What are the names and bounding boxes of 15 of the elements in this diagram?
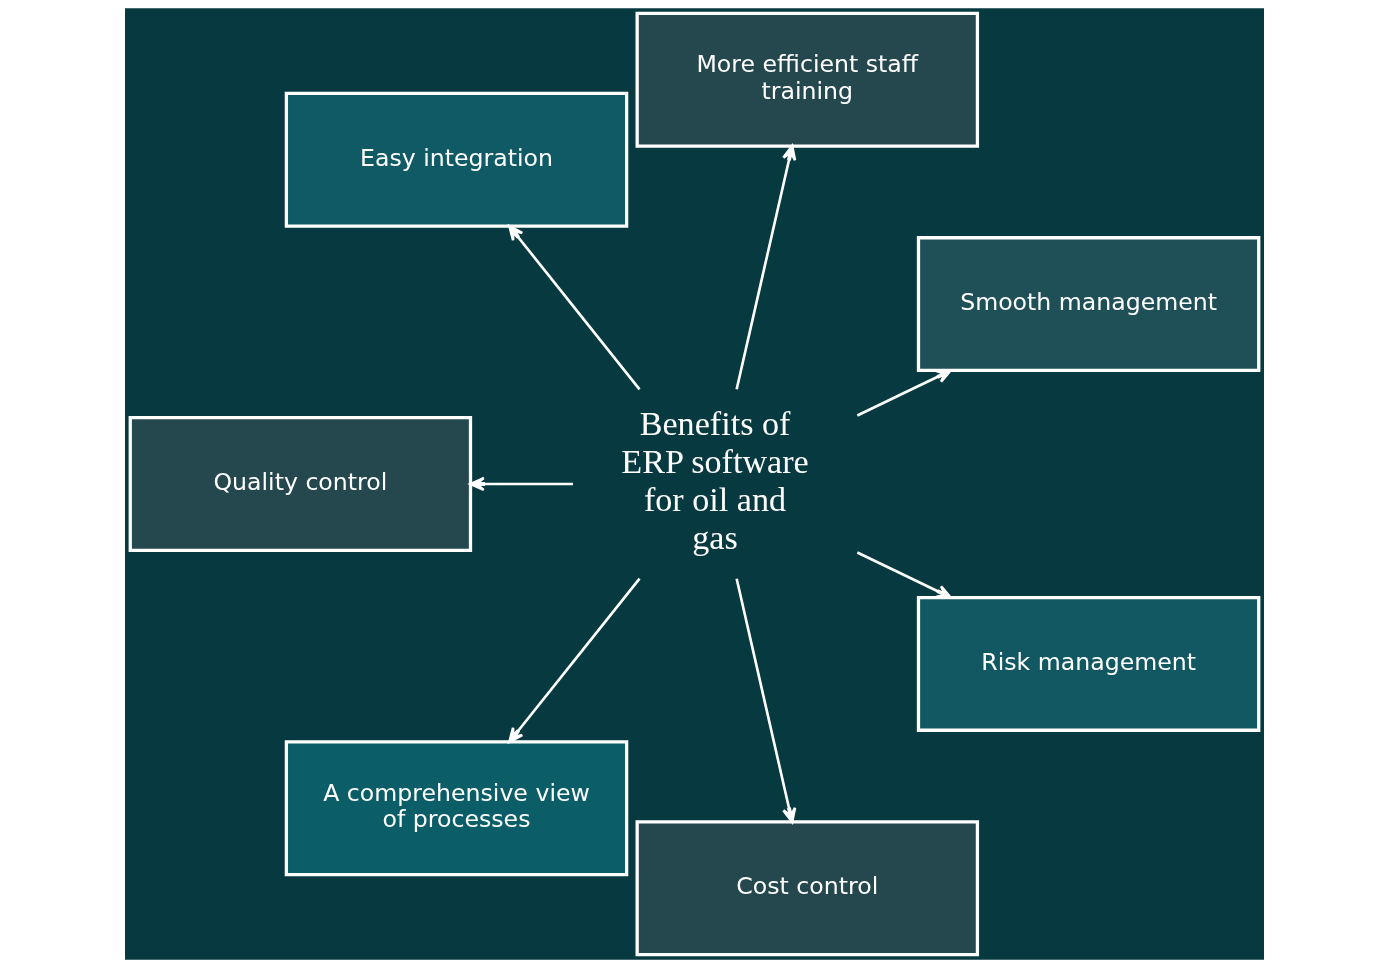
node-text: Benefits of ERP software for oil and gas xyxy=(620,405,809,557)
node-box: Smooth management xyxy=(916,236,1260,373)
node-box: Quality control xyxy=(128,416,472,552)
node-box: Easy integration xyxy=(284,91,628,228)
arrow xyxy=(856,551,952,599)
node-box: Risk management xyxy=(916,595,1260,732)
node-box: Cost control xyxy=(635,820,979,957)
arrow xyxy=(507,577,641,744)
arrow xyxy=(856,369,952,417)
node-box: A comprehensive view of processes xyxy=(284,740,628,877)
arrow xyxy=(734,578,796,824)
arrow xyxy=(468,476,573,492)
arrow xyxy=(507,224,641,391)
node-box: More efficient staff training xyxy=(635,11,979,148)
arrow xyxy=(734,144,796,390)
